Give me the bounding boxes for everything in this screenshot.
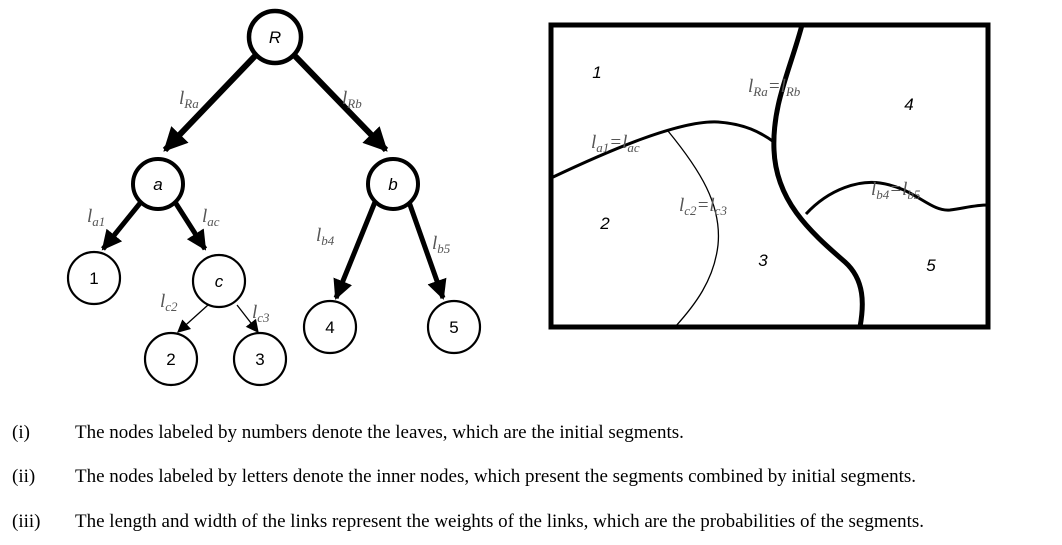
note-number: (i) <box>12 422 30 443</box>
segment-map: 1 2 3 4 5 lRa=lRb la1=lac lc2=lc3 lb4=lb… <box>548 22 991 330</box>
link-label-rb: lRb <box>342 88 362 111</box>
note-text: The nodes labeled by letters denote the … <box>75 466 917 487</box>
link-c3 <box>236 304 259 334</box>
tree: lRa lRb la1 lac lb4 lb5 lc2 lc3 R a b c … <box>66 8 482 387</box>
svg-text:R: R <box>269 28 281 47</box>
segment-label-3: 3 <box>758 251 768 270</box>
svg-text:b: b <box>388 175 397 194</box>
link-label-b4: lb4 <box>316 225 335 248</box>
node-c: c <box>191 253 247 309</box>
link-ra <box>162 53 258 153</box>
node-r: R <box>246 8 304 66</box>
note-number: (ii) <box>12 466 36 487</box>
segment-label-2: 2 <box>599 214 610 233</box>
svg-text:a: a <box>153 175 162 194</box>
segmentation-diagram: lRa lRb la1 lac lb4 lb5 lc2 lc3 R a b c … <box>66 8 991 387</box>
link-label-a1: la1 <box>87 206 105 229</box>
boundary-ra-rb <box>771 24 865 328</box>
link-b4 <box>333 201 378 300</box>
svg-text:c: c <box>215 272 224 291</box>
node-5: 5 <box>426 299 482 355</box>
svg-text:3: 3 <box>255 350 264 369</box>
segment-map-frame <box>548 22 991 330</box>
boundary-label-a1-ac: la1=lac <box>591 132 640 155</box>
svg-text:5: 5 <box>449 318 458 337</box>
link-c2 <box>177 304 209 333</box>
boundary-label-ra-rb: lRa=lRb <box>748 76 801 99</box>
node-3: 3 <box>232 331 288 387</box>
link-label-ra: lRa <box>179 88 199 111</box>
link-label-b5: lb5 <box>432 233 451 256</box>
node-4: 4 <box>302 299 358 355</box>
link-a1 <box>101 200 143 251</box>
link-b5 <box>406 201 447 300</box>
svg-text:1: 1 <box>89 269 98 288</box>
boundary-a1-ac <box>550 120 775 180</box>
boundary-label-b4-b5: lb4=lb5 <box>871 179 921 202</box>
node-2: 2 <box>143 331 199 387</box>
boundary-c2-c3 <box>667 130 720 328</box>
boundary-label-c2-c3: lc2=lc3 <box>679 195 727 218</box>
link-ac <box>172 200 208 251</box>
node-a: a <box>131 157 185 211</box>
link-label-c3: lc3 <box>252 302 270 325</box>
link-label-c2: lc2 <box>160 291 178 314</box>
link-label-ac: lac <box>202 206 220 229</box>
node-1: 1 <box>66 250 122 306</box>
note-text: The length and width of the links repres… <box>75 511 924 532</box>
segment-label-5: 5 <box>926 256 936 275</box>
boundary-b4-b5 <box>804 180 989 216</box>
segment-label-4: 4 <box>904 95 913 114</box>
svg-text:4: 4 <box>325 318 334 337</box>
note-number: (iii) <box>12 511 41 532</box>
segment-label-1: 1 <box>592 63 601 82</box>
link-rb <box>292 53 389 153</box>
svg-text:2: 2 <box>166 350 175 369</box>
note-text: The nodes labeled by numbers denote the … <box>75 422 684 443</box>
node-b: b <box>366 157 420 211</box>
